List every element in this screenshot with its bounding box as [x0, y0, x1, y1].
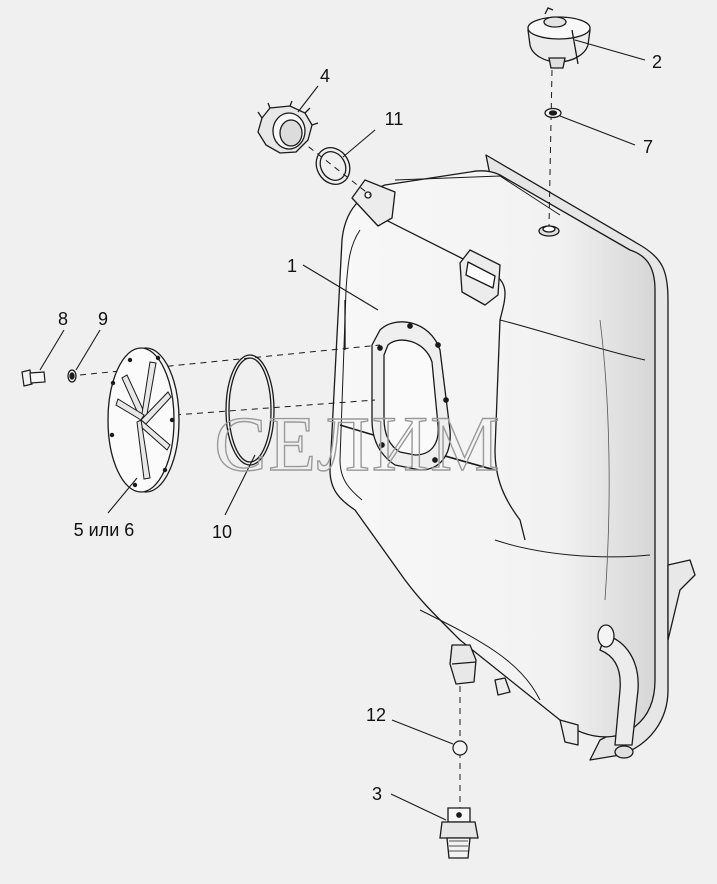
cover-plate — [107, 347, 180, 493]
callout-11: 11 — [385, 109, 404, 129]
washer-7 — [544, 107, 562, 119]
fuel-tank — [329, 154, 696, 761]
bolt-8 — [21, 369, 46, 387]
sensor-flange-opening — [371, 321, 451, 471]
callout-4: 4 — [320, 66, 330, 86]
callout-9: 9 — [98, 309, 108, 329]
callout-8: 8 — [58, 309, 68, 329]
drain-valve — [439, 807, 479, 859]
vent-cap — [527, 7, 591, 69]
ball-12 — [452, 740, 468, 756]
o-ring-11 — [315, 147, 351, 185]
assembly-lines — [79, 69, 553, 830]
washer-9 — [67, 369, 77, 383]
callout-2: 2 — [652, 52, 662, 72]
leader-lines — [39, 39, 646, 821]
callout-7: 7 — [643, 137, 653, 157]
filler-nut — [257, 100, 319, 154]
callout-1: 1 — [287, 256, 297, 276]
callout-12: 12 — [366, 705, 386, 725]
callout-3: 3 — [372, 784, 382, 804]
callout-5-or-6: 5 или 6 — [74, 520, 135, 540]
watermark: СЕЛИМ — [214, 400, 501, 487]
callout-10: 10 — [212, 522, 232, 542]
